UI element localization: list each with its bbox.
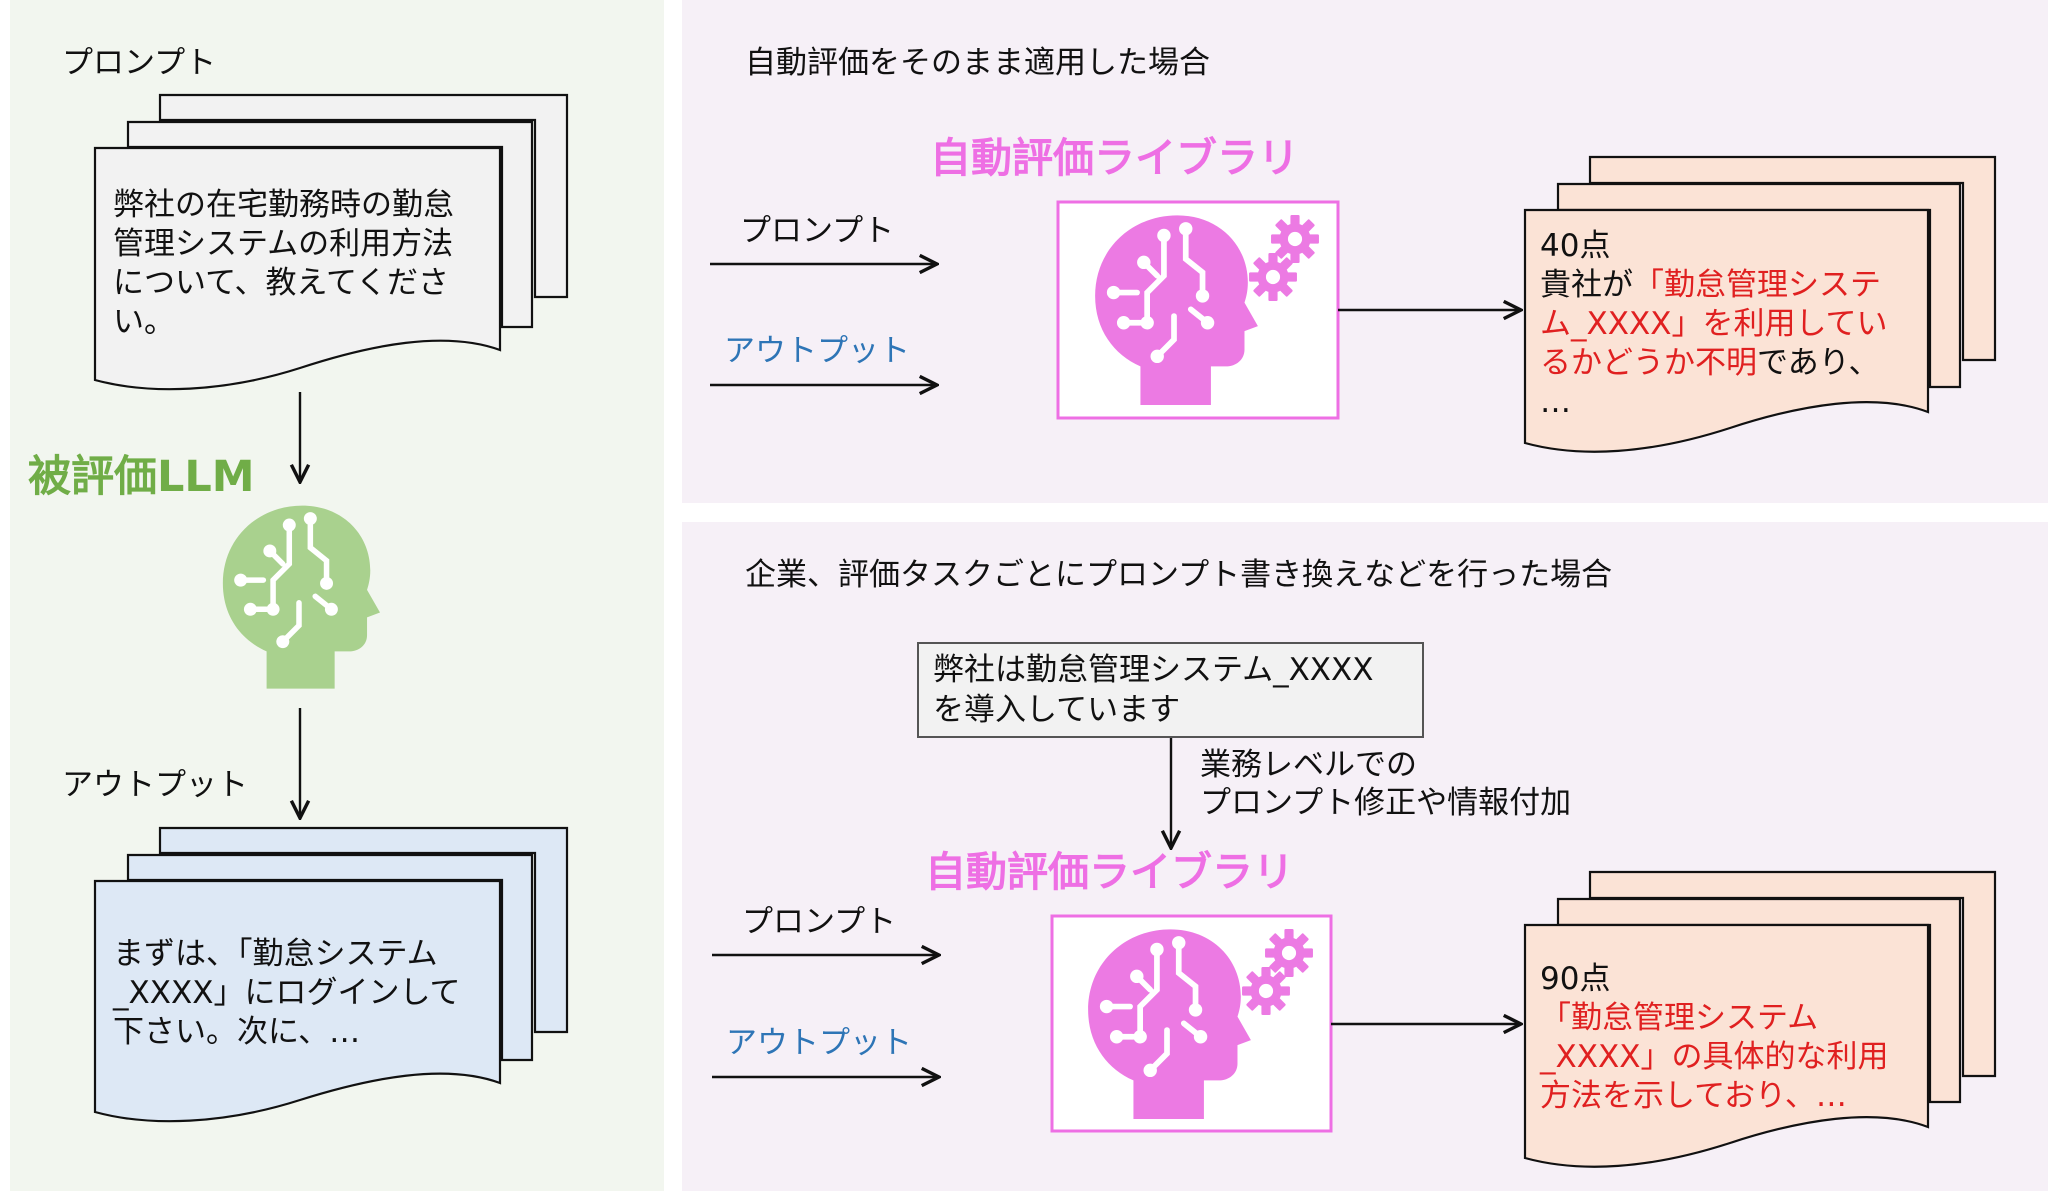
context-note-box: 弊社は勤怠管理システム_XXXX を導入しています [917,642,1424,738]
gear-icon [1249,253,1297,301]
gear-icon [1265,929,1313,977]
gear-icon [1271,215,1319,263]
score-90: 90点 [1540,961,1611,997]
top-heading: 自動評価をそのまま適用した場合 [745,45,1210,81]
bottom-heading: 企業、評価タスクごとにプロンプト書き換えなどを行った場合 [745,557,1613,593]
bottom-input-output-label: アウトプット [726,1025,912,1061]
result-line: … [1540,384,1571,420]
note-line: 弊社は勤怠管理システム_XXXX [933,652,1374,688]
result-line: 貴社が「勤怠管理システ [1540,266,1888,305]
result-highlight: _XXXX」 [1540,1039,1672,1075]
top-library-title: 自動評価ライブラリ [930,134,1299,182]
annotation-line: 業務レベルでの [1200,747,1417,783]
prompt-document-stack [93,93,569,391]
output-line: 下さい。次に、… [113,1014,361,1050]
note-line: を導入しています [933,692,1181,728]
result-text: 貴社が [1540,267,1633,303]
prompt-line: 弊社の在宅勤務時の勤怠 [113,187,454,223]
score-40: 40点 [1540,228,1611,264]
top-input-prompt-label: プロンプト [740,213,895,249]
bottom-result-document-stack [1523,870,1997,1168]
top-result-text: 40点 貴社が「勤怠管理システ ム_XXXX」を利用してい るかどうか不明であり… [1540,227,1888,422]
result-highlight: 「勤怠管理システ [1633,267,1881,303]
llm-title: 被評価LLM [28,452,255,502]
prompt-document-text: 弊社の在宅勤務時の勤怠 管理システムの利用方法 について、教えてくださ い。 [113,186,454,342]
output-document-stack [93,826,569,1123]
bottom-library-title: 自動評価ライブラリ [925,848,1294,896]
prompt-label: プロンプト [62,45,217,81]
output-document-text: まずは、「勤怠システム _XXXX」にログインして 下さい。次に、… [113,935,461,1052]
prompt-line: 管理システムの利用方法 [113,226,454,262]
result-highlight: の具体的な利用 [1671,1039,1889,1075]
output-line: まずは、「勤怠システム [113,936,438,972]
prompt-line: い。 [113,304,175,340]
result-line: るかどうか不明であり、 [1540,344,1888,383]
top-result-document-stack [1523,155,1997,453]
bottom-result-text: 90点 「勤怠管理システム _XXXX」の具体的な利用 方法を示しており、… [1540,960,1888,1116]
output-line: _XXXX」にログインして [113,975,461,1011]
annotation-line: プロンプト修正や情報付加 [1200,785,1572,821]
top-input-output-label: アウトプット [724,333,910,369]
result-highlight: ム_XXXX」 [1540,306,1703,342]
result-line: _XXXX」の具体的な利用 [1540,1038,1888,1077]
arrow-annotation: 業務レベルでの プロンプト修正や情報付加 [1200,746,1571,822]
gear-icon [1242,967,1290,1015]
result-highlight: るかどうか不明 [1540,345,1757,381]
prompt-line: について、教えてくださ [113,265,450,301]
bottom-input-prompt-label: プロンプト [742,904,897,940]
brain-circuit-head-icon [223,506,380,689]
result-line: ム_XXXX」を利用してい [1540,305,1888,344]
output-label: アウトプット [62,767,248,803]
result-text: であり、 [1757,345,1880,381]
result-highlight: 「勤怠管理システム [1540,1000,1819,1036]
result-highlight: 方法を示しており、… [1540,1078,1847,1114]
result-highlight: を利用してい [1702,306,1888,342]
